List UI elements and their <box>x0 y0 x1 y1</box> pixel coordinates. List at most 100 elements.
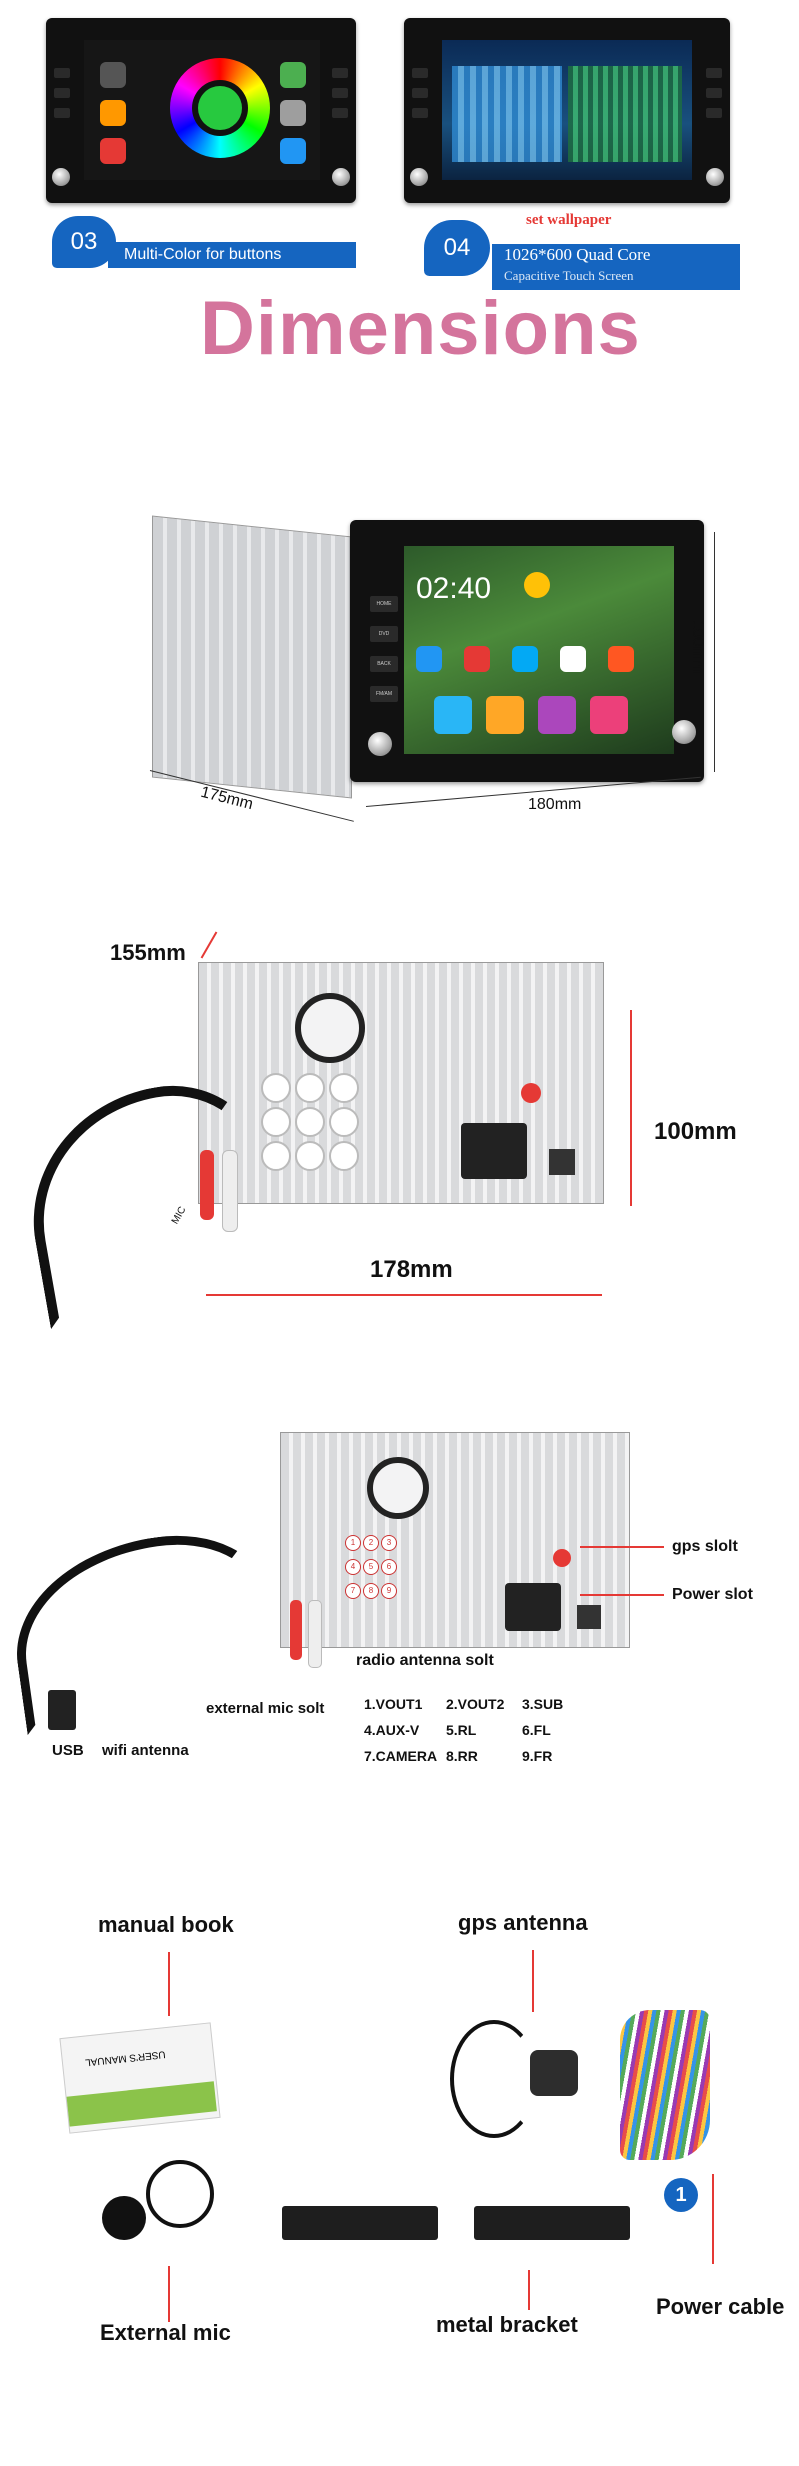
unit-rear: 1 2 3 4 5 6 7 8 9 <box>280 1432 630 1648</box>
manual-label: manual book <box>98 1912 234 1937</box>
pointer-line <box>528 2270 530 2310</box>
feature-line: Capacitive Touch Screen <box>504 268 634 283</box>
dimension-line <box>200 931 218 959</box>
rca-jack <box>295 1107 325 1137</box>
side-button <box>412 108 428 118</box>
usb-plug <box>48 1690 76 1730</box>
power-connector <box>461 1123 527 1179</box>
gps-antenna-cable <box>450 2020 538 2138</box>
side-button <box>332 88 348 98</box>
gps-connector <box>521 1083 541 1103</box>
rca-jack <box>261 1141 291 1171</box>
gps-slot-label: gps slolt <box>672 1538 738 1555</box>
side-button <box>54 108 70 118</box>
manual-cover-title: USER'S MANUAL <box>84 2048 167 2068</box>
tuning-knob <box>672 720 696 744</box>
pointer-line <box>168 2266 170 2322</box>
side-button <box>706 68 722 78</box>
rca-jack <box>329 1141 359 1171</box>
pin-number: 2 <box>363 1535 379 1551</box>
feature-bar: 1026*600 Quad Core Capacitive Touch Scre… <box>492 244 740 290</box>
usb-label: USB <box>52 1742 84 1759</box>
metal-bracket <box>474 2206 630 2240</box>
metal-bracket-label: metal bracket <box>436 2312 578 2337</box>
pointer-line <box>532 1950 534 2012</box>
depth-label: 155mm <box>110 940 186 965</box>
pointer-line <box>580 1594 664 1596</box>
pin-label: 7.CAMERA <box>364 1748 438 1764</box>
dimension-line <box>630 1010 632 1206</box>
app-icon <box>416 646 442 672</box>
stereo-screen <box>442 40 692 180</box>
app-icon <box>100 100 126 126</box>
feature-number-badge: 04 <box>424 220 490 276</box>
app-icon <box>280 100 306 126</box>
gps-connector <box>553 1549 571 1567</box>
app-icon <box>280 138 306 164</box>
pin-number: 9 <box>381 1583 397 1599</box>
wifi-label: wifi antenna <box>102 1742 189 1759</box>
item-badge: 1 <box>664 2178 698 2212</box>
wallpaper-thumb <box>568 66 682 162</box>
manual-logo <box>66 2081 217 2127</box>
rca-cable-red <box>200 1150 214 1220</box>
side-button <box>706 88 722 98</box>
page-title: Dimensions <box>200 286 641 371</box>
pin-label: 5.RL <box>446 1722 477 1738</box>
stereo-multicolor <box>46 18 356 203</box>
side-button <box>412 68 428 78</box>
tuning-knob <box>706 168 724 186</box>
pin-number: 6 <box>381 1559 397 1575</box>
radio-connector <box>577 1605 601 1629</box>
volume-knob <box>410 168 428 186</box>
side-button <box>706 108 722 118</box>
power-connector <box>505 1583 561 1631</box>
side-button <box>332 108 348 118</box>
pin-label: 4.AUX-V <box>364 1722 420 1738</box>
wallpaper-thumb <box>452 66 562 162</box>
pin-label: 3.SUB <box>522 1696 564 1712</box>
pin-number: 5 <box>363 1559 379 1575</box>
tuning-knob <box>332 168 350 186</box>
back-button: BACK <box>370 656 398 672</box>
side-button <box>54 88 70 98</box>
rca-cable-red <box>290 1600 302 1660</box>
app-icon <box>100 138 126 164</box>
app-icon <box>486 696 524 734</box>
rca-cable-white <box>308 1600 322 1668</box>
feature-bar: Multi-Color for buttons <box>108 242 356 268</box>
app-icon <box>608 646 634 672</box>
stereo-screen: 02:40 <box>404 546 674 754</box>
app-icon <box>590 696 628 734</box>
weather-icon <box>524 572 550 598</box>
pin-number: 8 <box>363 1583 379 1599</box>
height-label: 100mm <box>654 1118 737 1145</box>
height-label: 100mm <box>689 620 706 674</box>
pin-label: 2.VOUT2 <box>446 1696 505 1712</box>
mic-head <box>102 2196 146 2240</box>
gps-antenna-puck <box>530 2050 578 2096</box>
app-icon <box>464 646 490 672</box>
rca-cable-white <box>222 1150 238 1232</box>
dvd-button: DVD <box>370 626 398 642</box>
rca-jack <box>261 1107 291 1137</box>
rca-jack <box>261 1073 291 1103</box>
rca-jack <box>295 1141 325 1171</box>
app-icon <box>560 646 586 672</box>
mic-cable <box>146 2160 214 2228</box>
radio-slot-label: radio antenna solt <box>356 1652 494 1669</box>
app-icon <box>538 696 576 734</box>
power-slot-label: Power slot <box>672 1586 753 1603</box>
pin-number: 4 <box>345 1559 361 1575</box>
power-harness <box>620 2010 710 2160</box>
stereo-screen <box>84 40 320 180</box>
app-icon <box>434 696 472 734</box>
stereo-front: 02:40 HOME DVD BACK FM/AM <box>350 520 704 782</box>
unit-rear <box>198 962 604 1204</box>
external-mic-label: External mic <box>100 2320 231 2345</box>
color-wheel-icon <box>170 58 270 158</box>
gps-antenna-label: gps antenna <box>458 1910 588 1935</box>
fan-icon <box>295 993 365 1063</box>
rca-jack <box>329 1107 359 1137</box>
side-button <box>332 68 348 78</box>
